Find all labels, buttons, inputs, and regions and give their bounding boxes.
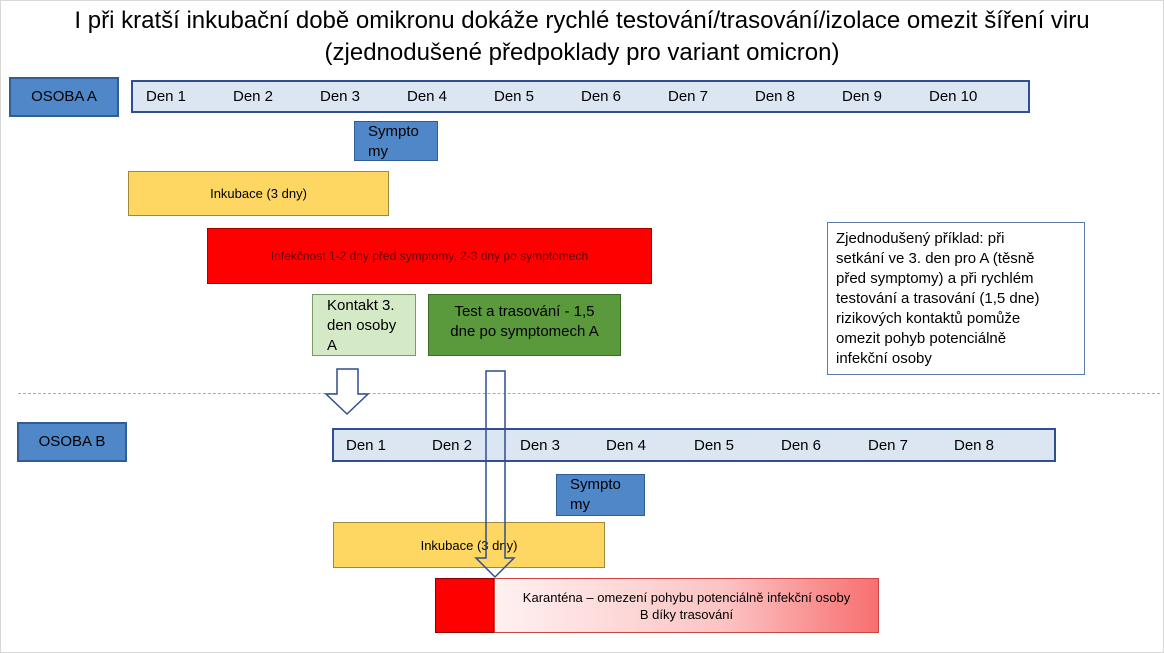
person-b-symptoms: Sympto my xyxy=(556,474,645,516)
note-line-4: testování a trasování (1,5 dne) xyxy=(836,290,1040,307)
note-line-7: infekční osoby xyxy=(836,350,932,367)
example-note: Zjednodušený příklad: při setkání ve 3. … xyxy=(827,222,1085,375)
contact-line1: Kontakt 3. xyxy=(327,297,395,314)
quarantine-box: Karanténa – omezení pohybu potenciálně i… xyxy=(494,578,879,633)
tracing-to-quarantine-arrow xyxy=(474,370,516,579)
note-line-6: omezit pohyb potenciálně xyxy=(836,330,1007,347)
person-b-day-7: Den 7 xyxy=(868,436,909,454)
person-a-day-2: Den 2 xyxy=(233,88,274,105)
contact-box: Kontakt 3. den osoby A xyxy=(312,294,416,356)
person-a-day-3: Den 3 xyxy=(320,88,361,105)
person-a-day-bar: Den 1 Den 2 Den 3 Den 4 Den 5 Den 6 Den … xyxy=(131,80,1030,113)
section-divider xyxy=(18,393,1160,394)
person-a-day-8: Den 8 xyxy=(755,88,796,105)
contact-line3: A xyxy=(327,337,338,354)
person-b-day-1: Den 1 xyxy=(346,436,387,454)
person-a-symptoms-line2: my xyxy=(368,143,388,160)
slide-subtitle: (zjednodušené předpoklady pro variant om… xyxy=(324,39,840,66)
test-line1: Test a trasování - 1,5 xyxy=(454,303,595,320)
note-line-1: Zjednodušený příklad: při xyxy=(836,230,1005,247)
person-a-day-7: Den 7 xyxy=(668,88,709,105)
person-b-day-3: Den 3 xyxy=(520,436,561,454)
person-b-day-5: Den 5 xyxy=(694,436,735,454)
note-line-5: rizikových kontaktů pomůže xyxy=(836,310,1021,327)
person-a-day-4: Den 4 xyxy=(407,88,448,105)
person-a-symptoms: Sympto my xyxy=(354,121,438,161)
quarantine-line1: Karanténa – omezení pohybu potenciálně i… xyxy=(522,590,851,605)
person-b-day-4: Den 4 xyxy=(606,436,647,454)
person-a-day-10: Den 10 xyxy=(929,88,978,105)
person-b-day-6: Den 6 xyxy=(781,436,822,454)
person-a-day-5: Den 5 xyxy=(494,88,535,105)
person-a-incubation: Inkubace (3 dny) xyxy=(128,171,389,216)
contact-down-arrow xyxy=(324,368,370,416)
person-a-day-9: Den 9 xyxy=(842,88,883,105)
quarantine-line2: B díky trasování xyxy=(639,607,734,622)
person-a-day-1: Den 1 xyxy=(146,88,187,105)
test-line2: dne po symptomech A xyxy=(450,323,599,340)
person-b-day-2: Den 2 xyxy=(432,436,473,454)
person-b-symptoms-line1: Sympto xyxy=(570,476,621,493)
test-tracing-box: Test a trasování - 1,5 dne po symptomech… xyxy=(428,294,621,356)
person-a-symptoms-line1: Sympto xyxy=(368,123,419,140)
contact-line2: den osoby xyxy=(327,317,397,334)
person-b-day-bar: Den 1 Den 2 Den 3 Den 4 Den 5 Den 6 Den … xyxy=(332,428,1056,462)
person-a-day-6: Den 6 xyxy=(581,88,622,105)
slide-title: I při kratší inkubační době omikronu dok… xyxy=(74,7,1090,34)
person-b-symptoms-line2: my xyxy=(570,496,590,513)
person-a-label: OSOBA A xyxy=(9,77,119,117)
note-line-2: setkání ve 3. den pro A (těsně xyxy=(836,250,1035,267)
person-b-label: OSOBA B xyxy=(17,422,127,462)
person-b-day-8: Den 8 xyxy=(954,436,995,454)
person-a-infectiousness: Infekčnost 1-2 dny před symptomy, 2-3 dn… xyxy=(207,228,652,284)
person-b-incubation: Inkubace (3 dny) xyxy=(333,522,605,568)
quarantine-start-block xyxy=(435,578,494,633)
note-line-3: před symptomy) a při rychlém xyxy=(836,270,1034,287)
